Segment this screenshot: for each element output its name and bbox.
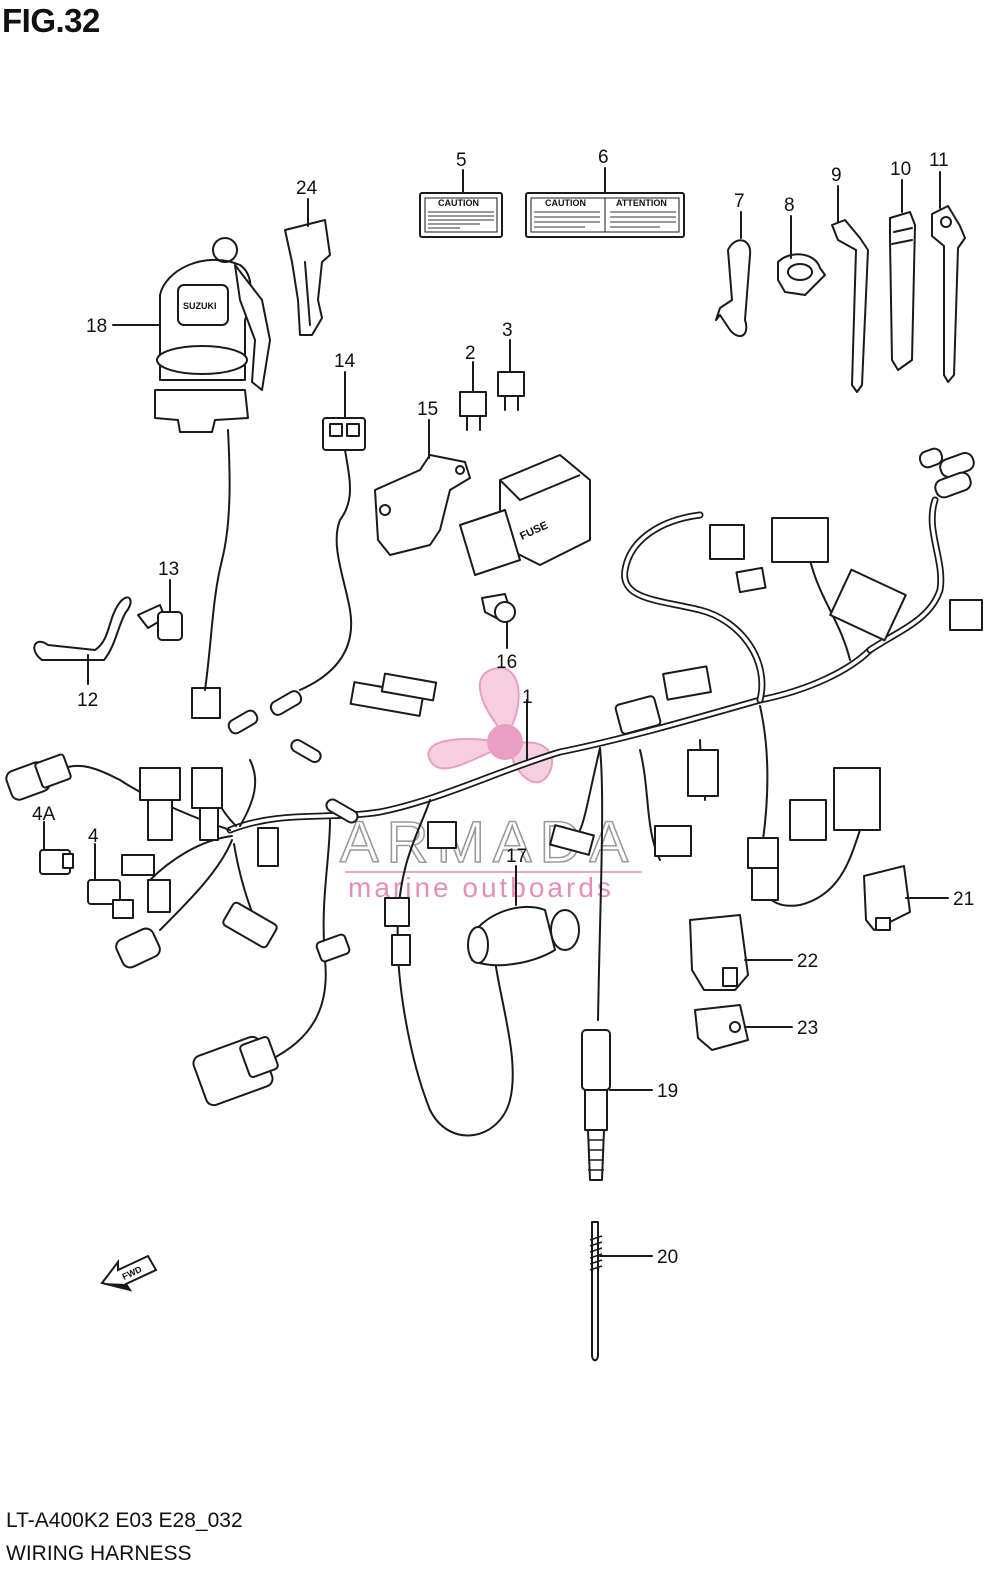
fuse-3 <box>497 371 525 411</box>
relay-bracket-23 <box>694 1004 749 1051</box>
callout-13: 13 <box>158 559 179 580</box>
callout-leaders <box>43 167 949 1257</box>
callout-5: 5 <box>456 150 467 171</box>
connector-4a <box>39 849 74 875</box>
switch-brand-text: SUZUKI <box>183 301 217 311</box>
attention-text: ATTENTION <box>616 198 667 208</box>
callout-11: 11 <box>929 150 949 171</box>
diagram-caption: WIRING HARNESS <box>6 1542 192 1565</box>
callout-8: 8 <box>784 195 795 216</box>
accessory-socket-17 <box>467 905 580 967</box>
fwd-direction-arrow-icon: FWD <box>100 1254 158 1292</box>
connector-4 <box>87 879 134 919</box>
caution-attention-label-6: CAUTION ATTENTION <box>525 192 685 238</box>
harness-clamp-7 <box>715 239 752 338</box>
callout-4: 4 <box>88 826 99 847</box>
callout-24: 24 <box>296 178 318 199</box>
callout-17: 17 <box>506 846 527 867</box>
cable-tie-11 <box>931 205 966 383</box>
callout-19: 19 <box>657 1081 678 1102</box>
cable-tie-10 <box>889 211 916 371</box>
callout-1: 1 <box>522 687 533 708</box>
figure-title: FIG.32 <box>2 2 100 39</box>
armada-watermark: ARMADA marine outboards <box>339 666 642 903</box>
fuse-box: FUSE <box>459 454 591 576</box>
callout-15: 15 <box>417 399 438 420</box>
caution-text-large: CAUTION <box>545 198 586 208</box>
callout-21: 21 <box>953 889 974 910</box>
callout-18: 18 <box>86 316 107 337</box>
harness-clamp-8 <box>777 253 826 296</box>
ignition-key <box>284 219 331 336</box>
caution-text-small: CAUTION <box>438 198 479 208</box>
caution-label-5: CAUTION <box>419 192 503 238</box>
callout-14: 14 <box>334 351 356 372</box>
callout-22: 22 <box>797 951 818 972</box>
connector-14 <box>299 417 366 691</box>
armada-propeller-logo-icon <box>427 666 554 784</box>
callout-2: 2 <box>465 343 476 364</box>
fuse-2 <box>459 391 487 431</box>
relay-holder-22 <box>689 914 749 991</box>
model-code: LT-A400K2 E03 E28_032 <box>6 1509 243 1532</box>
cable-tie-9 <box>831 219 869 393</box>
callout-12: 12 <box>77 690 98 711</box>
relay-21 <box>863 865 911 931</box>
callout-10: 10 <box>890 159 911 180</box>
callout-20: 20 <box>657 1247 678 1268</box>
callout-6: 6 <box>598 147 609 168</box>
ignition-switch: SUZUKI <box>154 237 271 691</box>
wire-clamp-12 <box>33 596 132 661</box>
callout-4a: 4A <box>32 804 56 825</box>
callout-9: 9 <box>831 165 842 186</box>
callout-3: 3 <box>502 320 513 341</box>
bolt-13 <box>137 604 183 641</box>
sensor-19 <box>581 1029 611 1181</box>
callout-16: 16 <box>496 652 517 673</box>
harness-connectors <box>5 447 983 1107</box>
fuse-box-bracket <box>374 454 471 556</box>
callout-7: 7 <box>734 191 745 212</box>
callout-23: 23 <box>797 1018 818 1039</box>
bolt-16 <box>481 593 516 623</box>
stud-20 <box>589 1221 603 1362</box>
